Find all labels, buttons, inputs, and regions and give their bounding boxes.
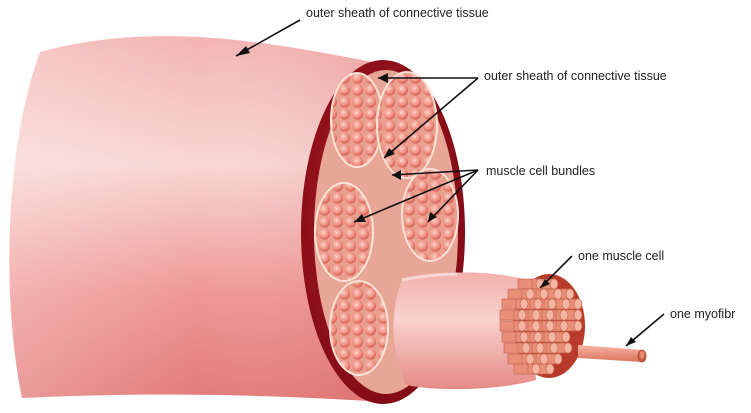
myofibril-end bbox=[532, 364, 540, 374]
label-one-muscle-cell: one muscle cell bbox=[578, 249, 664, 263]
myofibril-end bbox=[518, 321, 526, 331]
myofibril bbox=[578, 345, 647, 363]
myofibril-end bbox=[546, 310, 554, 320]
myofibril-end bbox=[560, 310, 568, 320]
myofibril-end bbox=[534, 299, 542, 309]
myofibril-end bbox=[522, 343, 530, 353]
myofibril-end bbox=[526, 354, 534, 364]
myofibril-end bbox=[518, 310, 526, 320]
myofibril-end bbox=[546, 364, 554, 374]
label-outer-sheath-top: outer sheath of connective tissue bbox=[306, 6, 489, 20]
label-outer-sheath-inner: outer sheath of connective tissue bbox=[484, 69, 667, 83]
myofibril-end bbox=[574, 321, 582, 331]
myofibril-end bbox=[540, 354, 548, 364]
label-one-myofibril: one myofibr bbox=[670, 307, 735, 321]
myofibril-end bbox=[520, 299, 528, 309]
myofibril-end bbox=[550, 279, 558, 289]
myofibril-end bbox=[554, 289, 562, 299]
myofibril-end bbox=[536, 343, 544, 353]
myofibril-end bbox=[574, 299, 582, 309]
myofibril-end bbox=[566, 289, 574, 299]
myofibril-end bbox=[562, 332, 570, 342]
myofibril-end bbox=[532, 310, 540, 320]
myofibril-end bbox=[546, 321, 554, 331]
myofibril-end bbox=[540, 289, 548, 299]
muscle-cell bbox=[393, 273, 585, 390]
myofibril-end bbox=[532, 321, 540, 331]
label-muscle-cell-bundles: muscle cell bundles bbox=[486, 164, 595, 178]
myofibril-end bbox=[562, 299, 570, 309]
myofibril-end bbox=[564, 343, 572, 353]
myofibril-end bbox=[548, 332, 556, 342]
myofibril-end bbox=[520, 332, 528, 342]
myofibril-end bbox=[534, 332, 542, 342]
myofibril-bundle bbox=[500, 274, 585, 378]
myofibril-end bbox=[550, 343, 558, 353]
myofibril-end bbox=[574, 310, 582, 320]
myofibril-end bbox=[560, 321, 568, 331]
myofibril-end bbox=[554, 354, 562, 364]
myofibril-end bbox=[526, 289, 534, 299]
myofibril-end bbox=[548, 299, 556, 309]
